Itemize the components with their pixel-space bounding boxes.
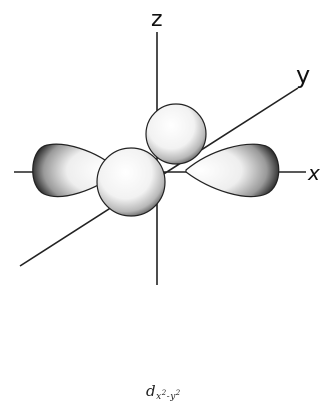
caption-subscript: x2-y2 — [156, 392, 181, 402]
orbital-lobe-back — [146, 104, 206, 164]
x-axis-label: x — [307, 161, 320, 185]
caption-symbol: d — [146, 382, 156, 400]
orbital-caption: dx2-y2 — [146, 382, 181, 402]
y-axis-label: y — [296, 61, 310, 89]
z-axis-label: z — [151, 7, 163, 32]
orbital-lobe-front — [97, 148, 165, 216]
